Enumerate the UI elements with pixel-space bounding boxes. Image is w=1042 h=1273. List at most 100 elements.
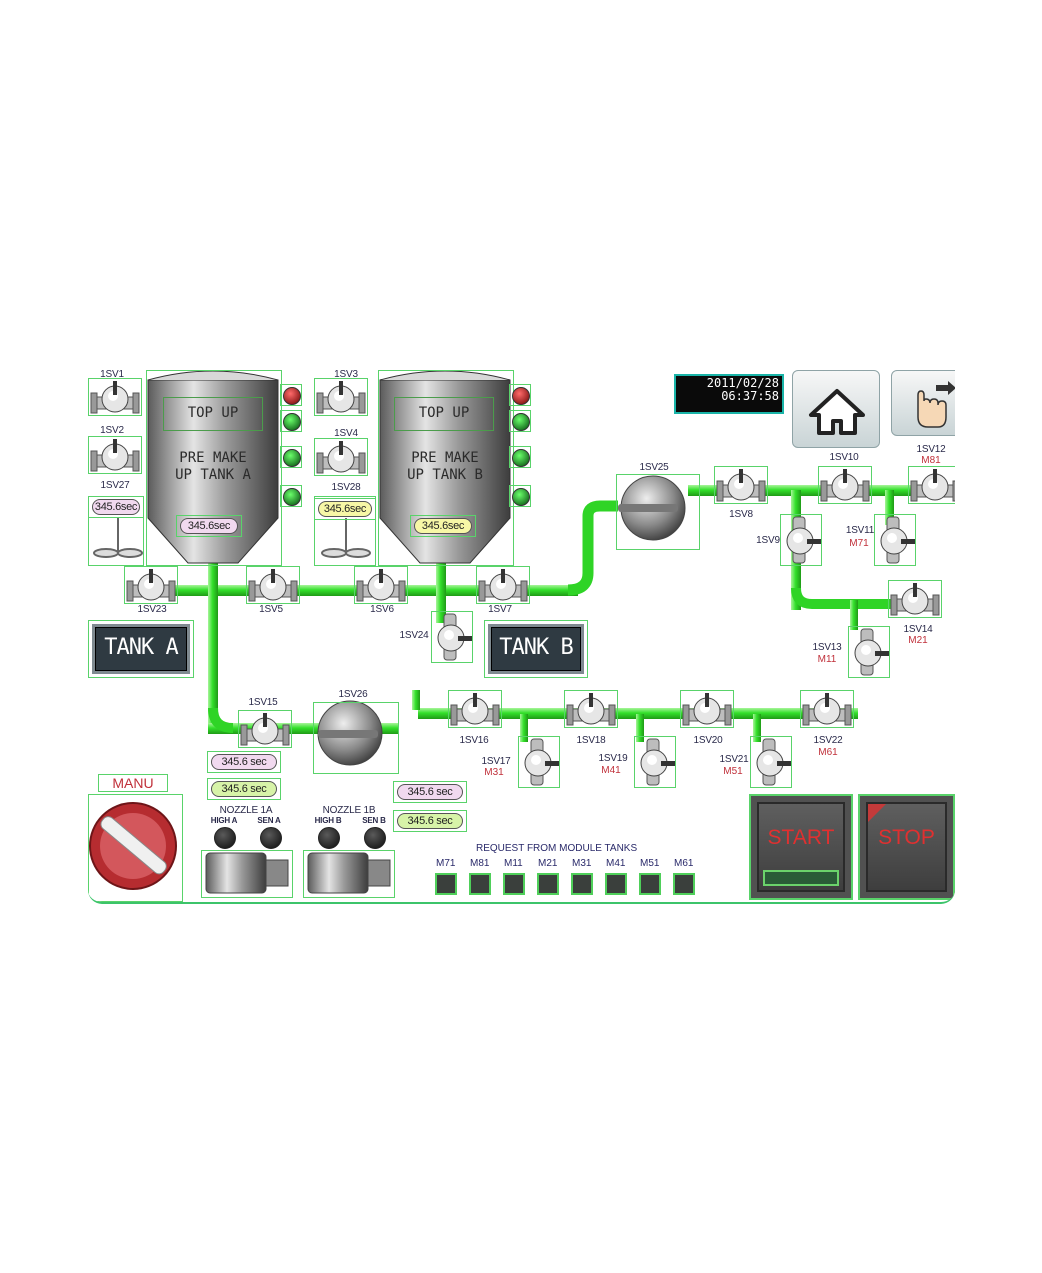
- valve-1sv24[interactable]: [431, 611, 473, 663]
- pump-1sv25-frame[interactable]: [616, 474, 700, 550]
- home-icon: [809, 389, 865, 435]
- valve-1sv14[interactable]: [888, 580, 942, 618]
- silo-a-timer: 345.6sec: [176, 515, 242, 537]
- pump-1sv26-frame[interactable]: [313, 702, 399, 774]
- nozzle-1a-sen-indicator: [260, 827, 282, 849]
- valve-1sv23[interactable]: [124, 566, 178, 604]
- label-1sv19-sub: M41: [601, 765, 621, 776]
- label-1sv15: 1SV15: [248, 697, 278, 708]
- valve-1sv18[interactable]: [564, 690, 618, 728]
- request-label-m41: M41: [606, 858, 626, 869]
- start-button-label: START: [767, 826, 835, 849]
- silo-a: [147, 370, 279, 564]
- valve-1sv8[interactable]: [714, 466, 768, 504]
- request-indicator-m21: [537, 873, 559, 895]
- label-1sv17: 1SV17: [481, 756, 511, 767]
- valve-1sv3[interactable]: [314, 378, 368, 416]
- request-label-m21: M21: [538, 858, 558, 869]
- nozzle-1b-frame: [303, 850, 395, 898]
- silo-b-timer-value: 345.6sec: [414, 518, 472, 534]
- silo-b-lamp-3: [509, 446, 531, 468]
- manual-selector[interactable]: [88, 794, 183, 902]
- silo-b-lamp-1: [509, 384, 531, 406]
- label-1sv14-sub: M21: [908, 635, 928, 646]
- mixer-b-icon: [321, 518, 371, 558]
- valve-1sv22[interactable]: [800, 690, 854, 728]
- nozzle-1b-sen-label: SEN B: [362, 816, 386, 825]
- valve-1sv7[interactable]: [476, 566, 530, 604]
- label-1sv9: 1SV9: [756, 535, 780, 546]
- silo-a-topup[interactable]: TOP UP: [163, 397, 263, 431]
- date-text: 2011/02/28: [706, 376, 779, 390]
- request-label-m31: M31: [572, 858, 592, 869]
- stop-button-face: [866, 802, 947, 892]
- silo-b-topup[interactable]: TOP UP: [394, 397, 494, 431]
- nozzle-1a-frame: [201, 850, 293, 898]
- ball-valve-icon: [640, 738, 675, 786]
- valve-1sv9[interactable]: [780, 514, 822, 566]
- valve-1sv5[interactable]: [246, 566, 300, 604]
- label-1sv3: 1SV3: [334, 369, 358, 380]
- valve-1sv19[interactable]: [634, 736, 676, 788]
- label-1sv14: 1SV14: [903, 624, 933, 635]
- mixer-a-timer-value: 345.6sec: [92, 499, 140, 515]
- tank-b-button[interactable]: TANK B: [484, 620, 588, 678]
- stop-button[interactable]: STOP: [858, 794, 955, 900]
- ball-valve-icon: [90, 439, 140, 472]
- valve-1sv1[interactable]: [88, 378, 142, 416]
- start-button[interactable]: START: [749, 794, 853, 900]
- label-1sv12-sub: M81: [921, 455, 941, 466]
- request-indicator-m61: [673, 873, 695, 895]
- ball-valve-icon: [756, 738, 791, 786]
- label-1sv18: 1SV18: [576, 735, 606, 746]
- ball-valve-icon: [450, 693, 500, 726]
- nozzle-1a-title: NOZZLE 1A: [219, 805, 273, 816]
- stop-button-label: STOP: [878, 826, 935, 849]
- ball-valve-icon: [890, 583, 940, 616]
- request-label-m71: M71: [436, 858, 456, 869]
- label-1sv13-sub: M11: [817, 654, 837, 665]
- timer-1: 345.6 sec: [207, 751, 281, 773]
- silo-a-title-line1: PRE MAKE: [179, 450, 247, 466]
- valve-1sv4[interactable]: [314, 438, 368, 476]
- pipe-network: [89, 370, 955, 894]
- tank-a-button-label: TANK A: [92, 624, 190, 674]
- valve-1sv16[interactable]: [448, 690, 502, 728]
- home-button[interactable]: [792, 370, 880, 448]
- label-1sv16: 1SV16: [459, 735, 489, 746]
- silo-a-lamp-1: [280, 384, 302, 406]
- exit-button[interactable]: [891, 370, 955, 436]
- valve-1sv15[interactable]: [238, 710, 292, 748]
- valve-1sv17[interactable]: [518, 736, 560, 788]
- label-1sv1: 1SV1: [100, 369, 124, 380]
- valve-1sv20[interactable]: [680, 690, 734, 728]
- mixer-b-frame: [314, 496, 376, 566]
- request-indicator-m11: [503, 873, 525, 895]
- timer-1-value: 345.6 sec: [211, 754, 277, 770]
- ball-valve-icon: [240, 713, 290, 746]
- ball-valve-icon: [356, 569, 406, 602]
- silo-b-title-line2: UP TANK B: [407, 467, 483, 483]
- valve-1sv11[interactable]: [874, 514, 916, 566]
- time-text: 06:37:58: [721, 389, 779, 403]
- hmi-screen: TOP UP PRE MAKE UP TANK A 345.6sec TOP U…: [88, 368, 955, 904]
- valve-1sv10[interactable]: [818, 466, 872, 504]
- label-1sv5: 1SV5: [259, 604, 283, 615]
- ball-valve-icon: [880, 516, 915, 564]
- silo-a-frame: [146, 370, 282, 566]
- timer-3-value: 345.6 sec: [397, 784, 463, 800]
- label-1sv12: 1SV12: [916, 444, 946, 455]
- stop-corner-icon: [868, 804, 886, 822]
- tank-a-button[interactable]: TANK A: [88, 620, 194, 678]
- valve-1sv12[interactable]: [908, 466, 955, 504]
- valve-1sv21[interactable]: [750, 736, 792, 788]
- ball-valve-icon: [802, 693, 852, 726]
- ball-valve-icon: [682, 693, 732, 726]
- valve-1sv2[interactable]: [88, 436, 142, 474]
- nozzle-1b-sen-indicator: [364, 827, 386, 849]
- valve-1sv13[interactable]: [848, 626, 890, 678]
- silo-b-title-line1: PRE MAKE: [411, 450, 479, 466]
- nozzle-1a-pump-icon: [205, 852, 289, 894]
- ball-valve-icon: [437, 613, 472, 661]
- valve-1sv6[interactable]: [354, 566, 408, 604]
